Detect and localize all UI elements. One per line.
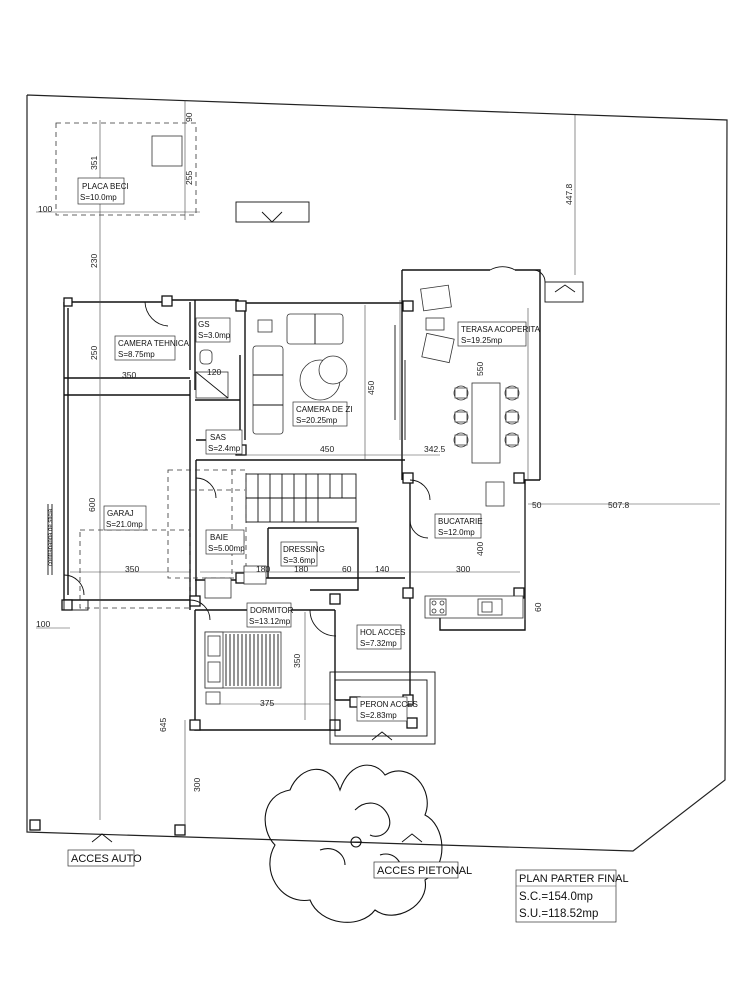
room-dressing: DRESSING S=3.6mp [280,541,325,567]
entrance-steps [329,671,436,745]
dim-120: 120 [207,367,221,377]
top-strip [235,201,310,223]
dim-60a: 60 [342,564,352,574]
bedroom-bed [204,631,282,705]
room-area: S=20.25mp [296,416,338,425]
room-name: PERON ACCES [360,700,418,709]
dim-90: 90 [184,112,194,122]
dim-645: 645 [158,718,168,732]
room-name: PLACA BECI [82,182,129,191]
built-area: S.C.=154.0mp [519,891,593,903]
dim-230: 230 [89,254,99,268]
note-rail: contrabandă de sticlă [48,508,54,566]
room-gs: GS S=3.0mp [195,317,231,343]
room-area: S=8.75mp [118,350,155,359]
room-area: S=2.83mp [360,711,397,720]
dim-250: 250 [89,346,99,360]
dim-300a: 300 [456,564,470,574]
dim-342-5: 342.5 [424,444,446,454]
room-placa-beci: PLACA BECI S=10.0mp [77,177,129,205]
living-furniture [252,313,348,435]
room-area: S=21.0mp [106,520,143,529]
room-camera-de-zi: CAMERA DE ZI S=20.25mp [292,401,352,427]
room-area: S=13.12mp [249,617,291,626]
room-area: S=3.6mp [283,556,316,565]
kitchen-fixtures [424,595,524,619]
access-labels: ACCES AUTO ACCES PIETONAL [67,849,472,879]
dim-447-8: 447.8 [564,183,574,205]
room-terasa: TERASA ACOPERITA S=19.25mp [457,321,541,347]
dim-180a: 180 [256,564,270,574]
dim-350b: 350 [125,564,139,574]
dim-60b: 60 [533,602,543,612]
room-name: GS [198,320,210,329]
room-area: S=7.32mp [360,639,397,648]
room-name: BUCATARIE [438,517,483,526]
room-baie: BAIE S=5.00mp [205,529,245,555]
usable-area: S.U.=118.52mp [519,908,598,920]
room-name: SAS [210,433,226,442]
room-bucatarie: BUCATARIE S=12.0mp [434,513,483,539]
room-area: S=19.25mp [461,336,503,345]
basement-slab [55,122,197,216]
plan-title: PLAN PARTER FINAL [519,873,629,885]
dim-100a: 100 [38,204,52,214]
dim-450v: 450 [366,381,376,395]
dim-600: 600 [87,498,97,512]
room-garaj: GARAJ S=21.0mp [103,505,147,531]
dim-550: 550 [475,362,485,376]
room-dormitor: DORMITOR S=13.12mp [246,602,294,628]
dim-100b: 100 [36,619,50,629]
dim-140: 140 [375,564,389,574]
room-area: S=12.0mp [438,528,475,537]
access-pedestrian-label: ACCES PIETONAL [377,865,472,877]
room-name: HOL ACCES [360,628,406,637]
room-name: BAIE [210,533,228,542]
room-name: CAMERA DE ZI [296,405,352,414]
room-camera-tehnica: CAMERA TEHNICA S=8.75mp [114,335,190,361]
terrace-furniture [394,266,584,507]
dimension-lines [36,100,720,830]
room-sas: SAS S=2.4mp [205,429,243,455]
dimension-texts: 100 351 90 255 447.8 230 250 350 120 450… [36,112,630,792]
title-block: PLAN PARTER FINAL S.C.=154.0mp S.U.=118.… [515,869,629,923]
room-name: DORMITOR [250,606,294,615]
room-peron-acces: PERON ACCES S=2.83mp [356,696,418,722]
room-name: CAMERA TEHNICA [118,339,190,348]
staircase [245,473,357,523]
garage-rail: contrabandă de sticlă [47,504,54,575]
dim-351: 351 [89,156,99,170]
room-name: DRESSING [283,545,325,554]
room-hol-acces: HOL ACCES S=7.32mp [356,624,406,650]
dim-507-8: 507.8 [608,500,630,510]
access-car-label: ACCES AUTO [71,853,142,865]
room-area: S=2.4mp [208,444,241,453]
dim-350c: 350 [292,654,302,668]
dim-350a: 350 [122,370,136,380]
room-name: TERASA ACOPERITA [461,325,541,334]
room-area: S=3.0mp [198,331,231,340]
dim-50: 50 [532,500,542,510]
room-area: S=10.0mp [80,193,117,202]
dim-180b: 180 [294,564,308,574]
access-arrows [91,833,423,843]
house-walls [63,269,541,731]
property-boundary [26,94,728,852]
dim-255: 255 [184,171,194,185]
dim-300b: 300 [192,778,202,792]
room-area: S=5.00mp [208,544,245,553]
room-name: GARAJ [107,509,134,518]
dim-450h: 450 [320,444,334,454]
doors [63,301,431,637]
dim-400: 400 [475,542,485,556]
dim-375: 375 [260,698,274,708]
room-labels: PLACA BECI S=10.0mp CAMERA TEHNICA S=8.7… [77,177,541,722]
